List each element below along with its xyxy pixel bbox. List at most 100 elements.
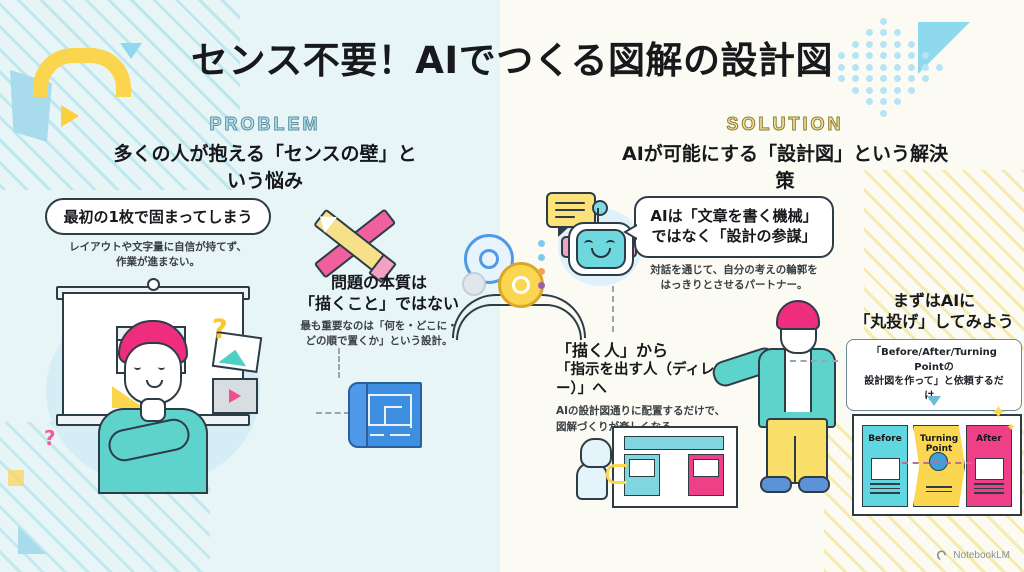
- robot-layout-illustration: [572, 420, 742, 512]
- robot-eye-left: [584, 240, 593, 247]
- dot: [852, 86, 859, 94]
- yellow-square-shape: [8, 470, 24, 486]
- node-dot: [538, 254, 545, 261]
- blueprint-line: [370, 434, 384, 436]
- flow-card-lines: [926, 486, 952, 495]
- turning-point-node: [929, 452, 948, 471]
- essence-body-line1: 最も重要なのは「何を・どこに・: [300, 320, 458, 333]
- yellow-play-triangle-icon: [61, 105, 79, 127]
- flow-card-before-label: Before: [868, 434, 902, 444]
- director-head-line1: 「描く人」から: [556, 341, 669, 360]
- ai-role-body-line2: はっきりとさせるパートナー。: [660, 278, 808, 291]
- layout-robot: [572, 438, 627, 500]
- layout-card-cyan: [624, 454, 660, 496]
- dot: [880, 109, 887, 117]
- flow-card-thumbnail: [975, 458, 1004, 480]
- dot: [922, 75, 929, 83]
- dot: [908, 52, 915, 60]
- flow-card-turning-point-label: Turning Point: [914, 434, 964, 455]
- flow-card-before: Before: [862, 425, 908, 507]
- dot: [894, 86, 901, 94]
- blueprint-line: [368, 394, 412, 396]
- throw-head: まずはAIに 「丸投げ」してみよう: [846, 290, 1022, 332]
- dot: [838, 52, 845, 60]
- layout-header-bar: [624, 436, 724, 450]
- dot: [922, 52, 929, 60]
- dot: [894, 63, 901, 71]
- connector-essence-blueprint: [338, 348, 340, 378]
- board-knob: [147, 278, 160, 291]
- essence-body-line2: どの順で置くか」という設計。: [305, 335, 453, 348]
- dot: [880, 75, 887, 83]
- dot: [824, 63, 831, 71]
- problem-kicker-label: PROBLEM: [209, 114, 321, 135]
- flow-card-lines: [974, 483, 1004, 497]
- flow-card-thumbnail: [871, 458, 900, 480]
- dot: [852, 40, 859, 48]
- blueprint-line: [390, 434, 410, 436]
- dot: [894, 40, 901, 48]
- blueprint-sheet: [358, 382, 422, 448]
- gears-bridge-illustration: [452, 226, 586, 340]
- dot: [936, 63, 943, 71]
- dot: [894, 52, 901, 60]
- page-title: センス不要！AIでつくる図解の設計図: [191, 39, 833, 82]
- block-ai-role: AIは「文章を書く機械」 ではなく「設計の参謀」 対話を通じて、自分の考えの輪郭…: [623, 196, 840, 293]
- blueprint-line: [384, 406, 402, 408]
- gear-yellow-icon: [498, 262, 544, 308]
- connector-ai-director: [612, 286, 614, 332]
- block-essence: 問題の本質は 「描くこと」ではない 最も重要なのは「何を・どこに・ どの順で置く…: [280, 272, 478, 350]
- person-eye-left: [134, 364, 141, 370]
- director-head-line2: 「指示を出す人（ディレクター）」へ: [556, 362, 743, 398]
- person-shoe-left: [760, 476, 792, 493]
- dot: [908, 86, 915, 94]
- dot: [880, 40, 887, 48]
- diagonal-stripes-top-right: [864, 170, 1024, 350]
- ai-role-line2: ではなく「設計の参謀」: [651, 227, 817, 246]
- cyan-bottom-triangle: [18, 526, 46, 554]
- bridge-arch-inner: [456, 304, 582, 340]
- person-shirt: [784, 348, 812, 412]
- essence-head: 問題の本質は 「描くこと」ではない: [280, 272, 478, 314]
- essence-body: 最も重要なのは「何を・どこに・ どの順で置くか」という設計。: [280, 319, 478, 349]
- dot: [880, 98, 887, 106]
- blueprint-line: [384, 406, 386, 424]
- section-header-solution: SOLUTION AIが可能にする「設計図」という解決策: [620, 114, 950, 193]
- sparkle-icon: ✦: [990, 402, 1007, 424]
- robot-eye-right: [606, 240, 615, 247]
- dot: [880, 86, 887, 94]
- block-stuck: 最初の1枚で固まってしまう レイアウトや文字量に自信が持てず、 作業が進まない。: [38, 198, 278, 270]
- stuck-body-line1: レイアウトや文字量に自信が持てず、: [69, 241, 247, 253]
- sparkle-small-icon: ✦: [1006, 420, 1017, 434]
- blueprint-roll: [348, 382, 368, 448]
- dot: [838, 75, 845, 83]
- throw-note-line1: 「Before/After/Turning Pointの: [871, 347, 997, 373]
- layout-robot-head: [580, 438, 612, 468]
- ai-robot-icon: [546, 192, 648, 288]
- dot: [852, 52, 859, 60]
- arrow-down-icon: [927, 396, 941, 406]
- robot-antenna: [597, 208, 600, 223]
- notebooklm-logo-icon: [937, 550, 947, 560]
- question-mark-yellow-icon: ?: [212, 314, 228, 345]
- director-person-illustration: [709, 300, 850, 500]
- flow-card-after: After: [966, 425, 1012, 507]
- person-hair: [776, 300, 820, 330]
- director-body-line1: AIの設計図通りに配置するだけで、: [556, 405, 726, 418]
- blueprint-icon: [348, 376, 422, 450]
- before-after-flow-panel: Before Turning Point After: [852, 414, 1022, 516]
- dot: [852, 63, 859, 71]
- blueprint-line: [410, 394, 412, 428]
- dot: [880, 29, 887, 37]
- watermark-text: NotebookLM: [953, 550, 1010, 561]
- flow-card-after-label: After: [976, 434, 1002, 444]
- dot: [866, 98, 873, 106]
- solution-kicker-label: SOLUTION: [726, 114, 844, 135]
- dot: [908, 40, 915, 48]
- stuck-body: レイアウトや文字量に自信が持てず、 作業が進まない。: [38, 240, 278, 270]
- dot: [894, 75, 901, 83]
- section-header-problem: PROBLEM 多くの人が抱える「センスの壁」という悩み: [110, 114, 420, 193]
- dot: [866, 40, 873, 48]
- cyan-triangle-icon: [120, 43, 142, 59]
